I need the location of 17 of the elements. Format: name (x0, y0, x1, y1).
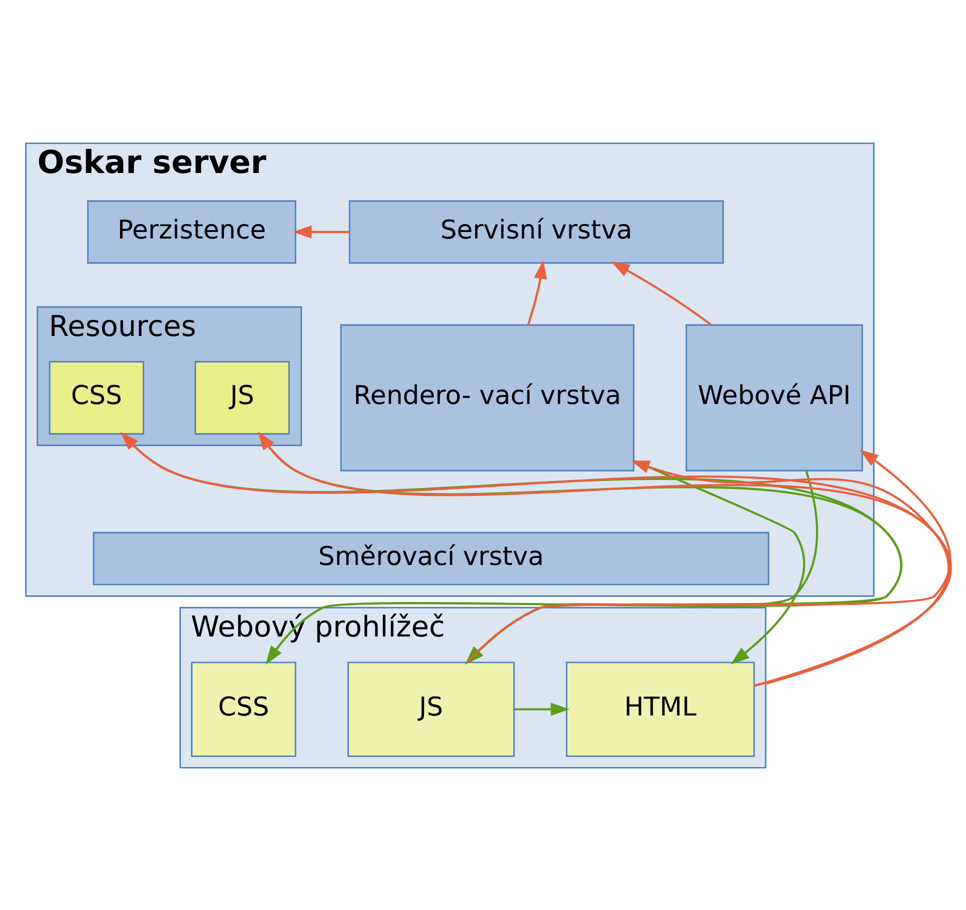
arrow (634, 459, 806, 664)
arrow (258, 430, 951, 686)
arrow (292, 224, 350, 238)
node-box: JS (347, 661, 515, 756)
node-box: Rendero- vací vrstva (340, 324, 634, 471)
node-box: HTML (566, 661, 755, 756)
arrow (514, 702, 570, 716)
arrow (610, 261, 712, 326)
node-box: JS (194, 360, 290, 434)
node-box: Webové API (686, 324, 863, 471)
arrow (630, 460, 950, 684)
node-box: CSS (48, 360, 144, 434)
node-box: Servisní vrstva (348, 200, 724, 264)
node-box: Perzistence (87, 200, 296, 264)
node-box: CSS (191, 661, 296, 756)
arrow (527, 260, 547, 325)
node-box: Směrovací vrstva (92, 531, 770, 585)
